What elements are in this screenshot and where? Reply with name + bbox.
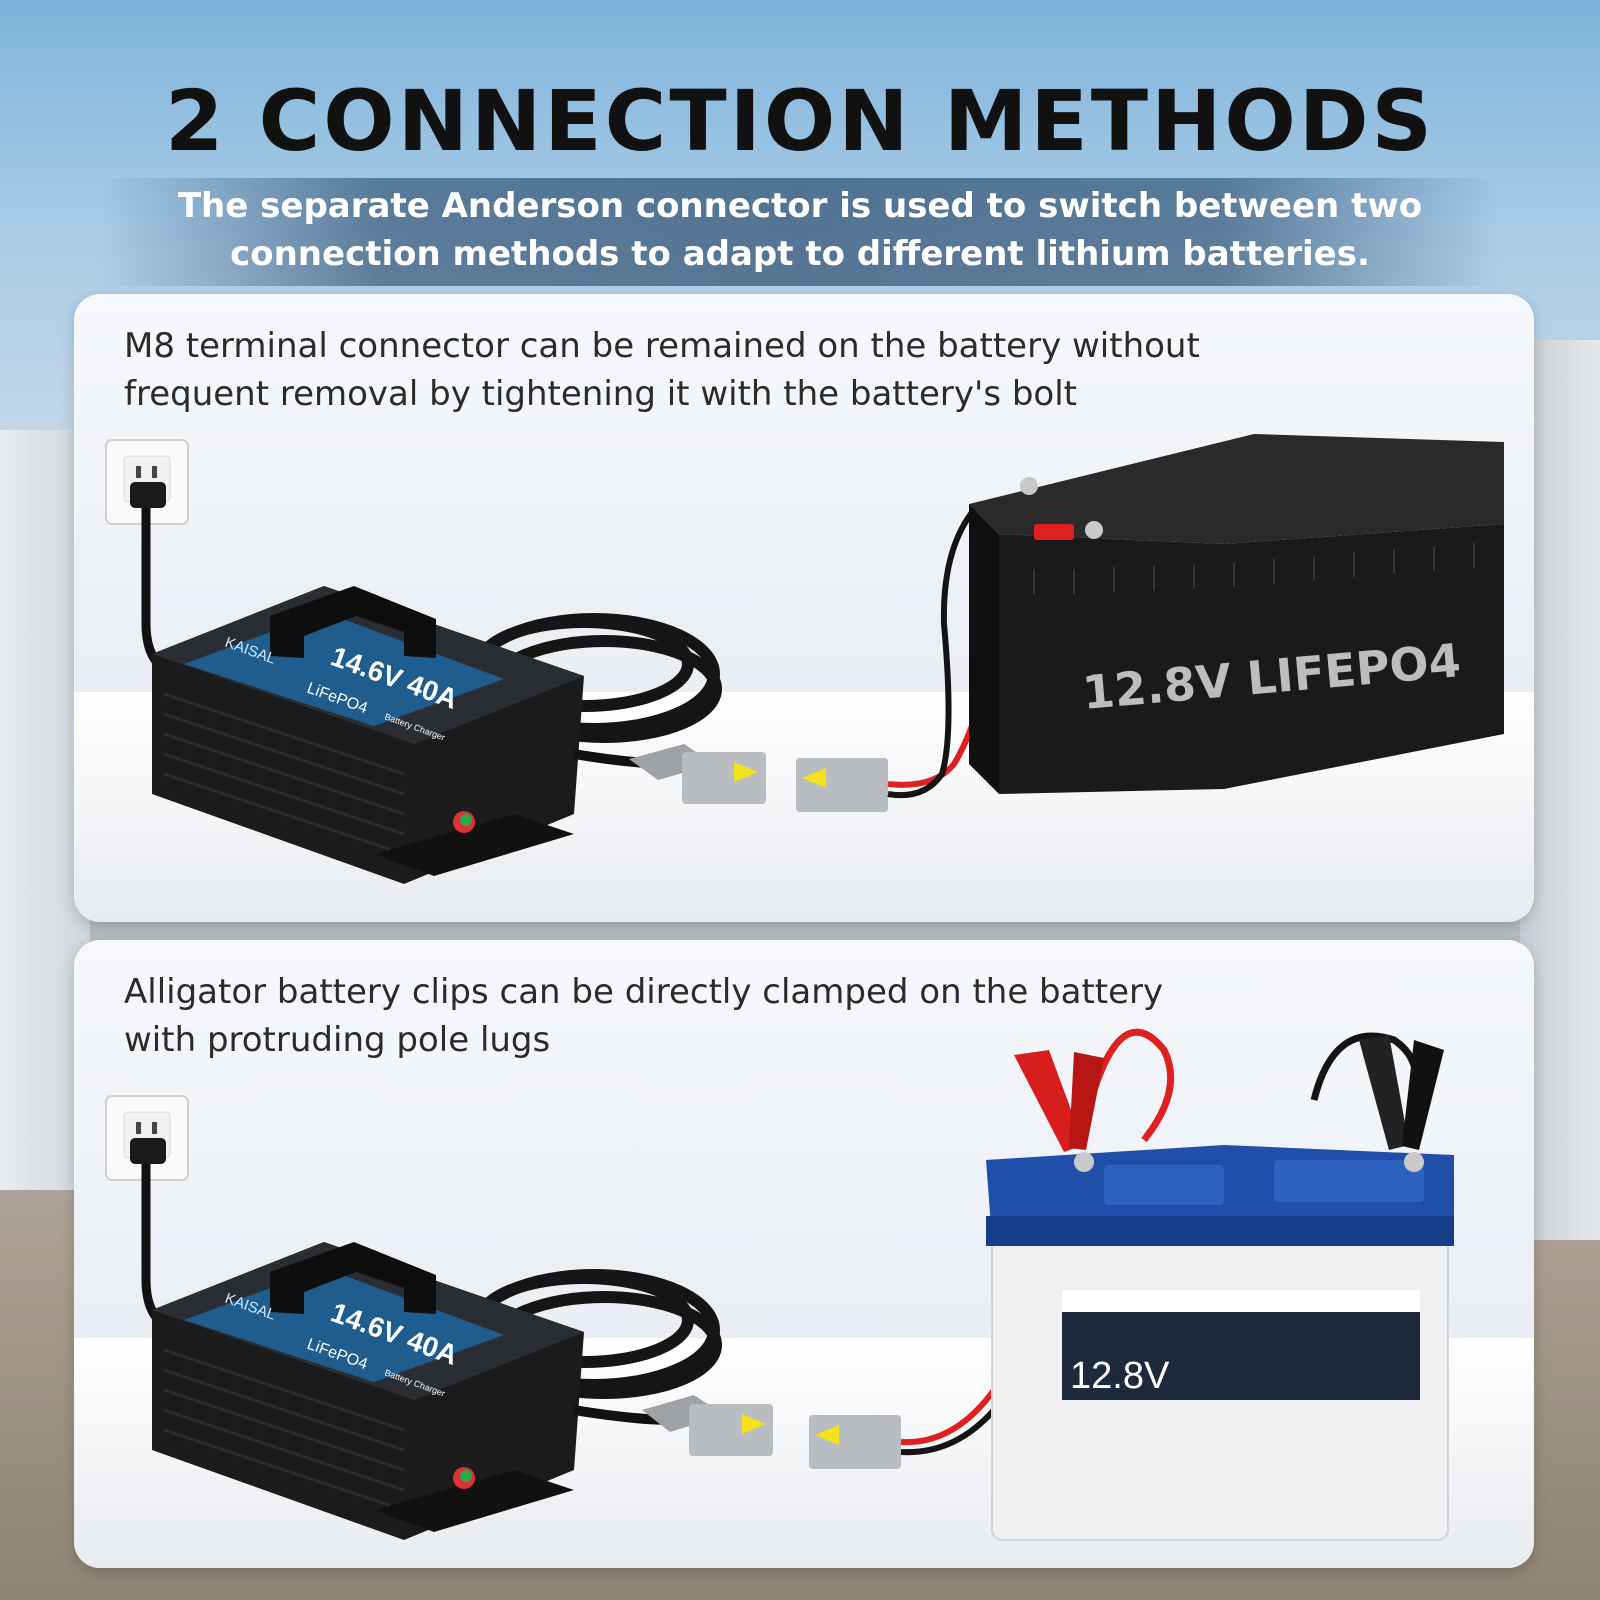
header: 2 CONNECTION METHODS The separate Anders… [0, 0, 1600, 290]
charger: KAISAL 14.6V 40A LiFePO4 Battery Charger [152, 1242, 584, 1540]
page-title: 2 CONNECTION METHODS [164, 72, 1436, 170]
panel-caption: Alligator battery clips can be directly … [124, 968, 1424, 1064]
red-alligator-clip [1014, 1050, 1104, 1152]
battery-label: 12.8V [1070, 1355, 1170, 1397]
wall-socket-icon [105, 439, 189, 525]
lifepo4-battery: 12.8V LIFEPO4 [969, 434, 1504, 794]
scene-m8: KAISAL 14.6V 40A LiFePO4 Battery Charger [105, 434, 1504, 884]
black-alligator-clip [1359, 1035, 1444, 1150]
caption-line-2: frequent removal by tightening it with t… [124, 374, 1077, 414]
anderson-connector-left [642, 1395, 773, 1456]
car-battery: 12.8V [986, 1145, 1454, 1541]
panel-alligator-clips: Alligator battery clips can be directly … [74, 940, 1534, 1568]
anderson-connector-right [809, 1415, 901, 1469]
anderson-connector-right [796, 758, 888, 812]
subtitle-line-1: The separate Anderson connector is used … [177, 186, 1423, 226]
subtitle-line-2: connection methods to adapt to different… [230, 234, 1370, 274]
panel-m8-terminal: M8 terminal connector can be remained on… [74, 294, 1534, 922]
caption-line-2: with protruding pole lugs [124, 1020, 551, 1060]
scene-alligator: KAISAL 14.6V 40A LiFePO4 Battery Charger… [105, 1028, 1454, 1541]
page-subtitle: The separate Anderson connector is used … [100, 182, 1500, 278]
anderson-connector-left [629, 744, 766, 804]
charger: KAISAL 14.6V 40A LiFePO4 Battery Charger [152, 586, 584, 884]
caption-line-1: Alligator battery clips can be directly … [124, 972, 1164, 1012]
panel-caption: M8 terminal connector can be remained on… [124, 322, 1424, 418]
caption-line-1: M8 terminal connector can be remained on… [124, 326, 1200, 366]
subtitle-band [100, 178, 1500, 286]
